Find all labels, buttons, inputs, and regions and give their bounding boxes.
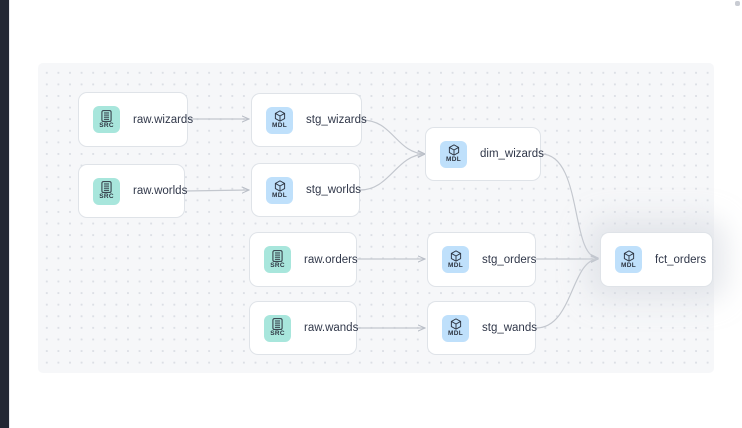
node-label: dim_wizards — [480, 148, 544, 160]
node-label: raw.wands — [304, 322, 359, 334]
node-label: stg_wands — [482, 322, 537, 334]
edge-raw-worlds-stg-worlds — [184, 190, 249, 191]
src-badge-label: SRC — [99, 193, 114, 201]
src-badge: SRC — [93, 177, 120, 205]
scrollbar-thumb[interactable] — [735, 1, 740, 6]
src-badge-label: SRC — [270, 261, 285, 269]
cube-icon — [450, 318, 461, 330]
mdl-badge-label: MDL — [272, 122, 287, 130]
src-badge-label: SRC — [270, 330, 285, 338]
node-fct-orders[interactable]: MDL fct_orders — [600, 232, 713, 287]
node-label: stg_wizards — [306, 114, 367, 126]
lineage-edges — [184, 63, 714, 373]
node-label: fct_orders — [655, 253, 707, 266]
database-icon — [272, 318, 283, 331]
node-label: raw.wizards — [133, 113, 194, 126]
mdl-badge: MDL — [442, 246, 469, 273]
database-icon — [101, 181, 112, 194]
mdl-badge: MDL — [266, 176, 293, 204]
node-stg-orders[interactable]: MDL stg_orders — [427, 232, 536, 287]
src-badge-label: SRC — [99, 121, 114, 129]
node-label: stg_orders — [482, 253, 537, 266]
edge-dim-wizards-fct-orders — [540, 153, 598, 258]
mdl-badge-label: MDL — [448, 261, 463, 269]
mdl-badge-label: MDL — [448, 330, 463, 338]
node-raw-orders[interactable]: SRC raw.orders — [249, 232, 358, 287]
cube-icon — [448, 144, 459, 156]
rail-divider — [9, 0, 10, 428]
mdl-badge: MDL — [615, 246, 642, 273]
node-label: stg_worlds — [306, 184, 361, 196]
mdl-badge: MDL — [442, 314, 469, 342]
mdl-badge: MDL — [440, 140, 467, 168]
node-raw-worlds[interactable]: SRC raw.worlds — [78, 164, 188, 218]
mdl-badge-label: MDL — [272, 192, 287, 200]
edge-stg-worlds-dim-wizards — [359, 154, 425, 191]
node-stg-worlds[interactable]: MDL stg_worlds — [251, 163, 361, 217]
src-badge: SRC — [264, 314, 291, 342]
src-badge: SRC — [93, 106, 120, 133]
cube-icon — [450, 250, 461, 262]
node-label: raw.orders — [304, 253, 358, 266]
node-dim-wizards[interactable]: MDL dim_wizards — [425, 127, 544, 181]
node-stg-wands[interactable]: MDL stg_wands — [427, 301, 537, 355]
edge-stg-wands-fct-orders — [535, 259, 598, 329]
lineage-canvas[interactable]: SRC raw.wizards SRC raw.worlds — [38, 63, 714, 373]
mdl-badge: MDL — [266, 106, 293, 134]
node-raw-wands[interactable]: SRC raw.wands — [249, 301, 359, 355]
mdl-badge-label: MDL — [446, 156, 461, 164]
cube-icon — [623, 250, 634, 262]
left-nav-rail[interactable] — [0, 0, 9, 428]
cube-icon — [274, 110, 285, 122]
database-icon — [101, 109, 112, 122]
node-raw-wizards[interactable]: SRC raw.wizards — [78, 92, 193, 147]
mdl-badge-label: MDL — [621, 261, 636, 269]
node-label: raw.worlds — [133, 185, 188, 197]
database-icon — [272, 249, 283, 262]
src-badge: SRC — [264, 246, 291, 273]
node-stg-wizards[interactable]: MDL stg_wizards — [251, 93, 367, 147]
edge-stg-wizards-dim-wizards — [361, 119, 425, 154]
cube-icon — [274, 180, 285, 192]
